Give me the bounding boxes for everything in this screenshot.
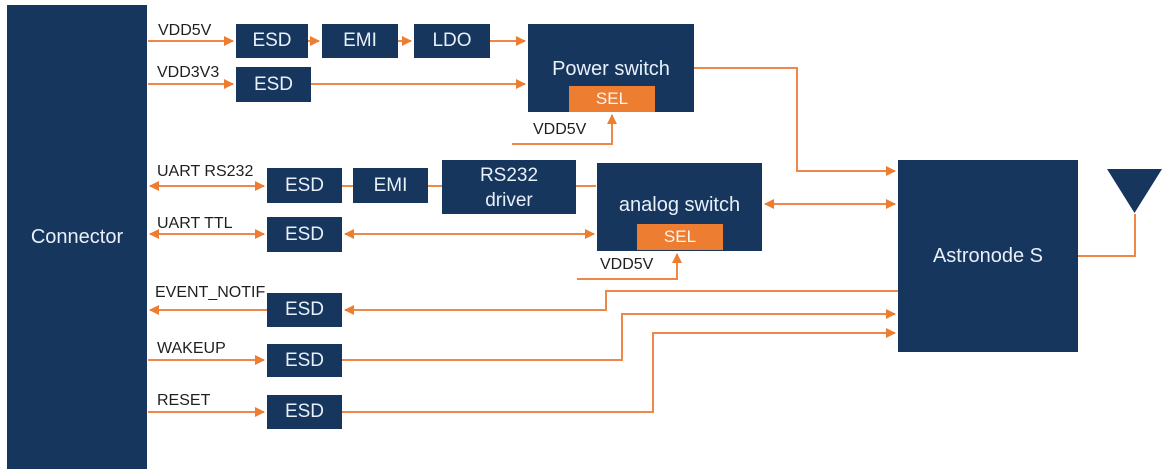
- antenna-icon: [1107, 169, 1162, 213]
- wire-reset-esd-astronode: [342, 328, 896, 413]
- esd-label: ESD: [253, 73, 294, 95]
- esd-block-vdd5v: ESD: [236, 24, 308, 58]
- ldo-block: LDO: [414, 24, 490, 58]
- wire-event-notif-astronode-esd: [344, 290, 898, 315]
- rs232-driver-label-line1: RS232: [479, 165, 539, 186]
- sel-label: SEL: [595, 89, 629, 108]
- signal-label-vdd3v3: VDD3V3: [157, 64, 220, 81]
- esd-label: ESD: [284, 349, 325, 371]
- analog-switch-block: analog switch SEL: [597, 163, 762, 251]
- esd-block-vdd3v3: ESD: [236, 67, 311, 102]
- esd-label: ESD: [284, 299, 325, 320]
- emi-label: EMI: [343, 30, 377, 51]
- analog-switch-sel: SEL: [637, 224, 723, 250]
- esd-label: ESD: [284, 223, 325, 245]
- rs232-driver-block: RS232 driver: [442, 160, 576, 214]
- signal-label-vdd5v-sel-analog: VDD5V: [600, 256, 654, 273]
- wire-power-switch-astronode: [694, 67, 896, 176]
- astronode-label: Astronode S: [932, 244, 1044, 267]
- esd-block-wakeup: ESD: [267, 344, 342, 377]
- wire-antenna-feed: [1078, 214, 1136, 257]
- analog-switch-label: analog switch: [618, 194, 741, 216]
- signal-label-event-notif: EVENT_NOTIF: [155, 284, 266, 301]
- astronode-block: Astronode S: [898, 160, 1078, 352]
- wire-vdd5v-sel-analog: [577, 253, 682, 280]
- ldo-label: LDO: [432, 30, 472, 51]
- connector-block: Connector: [7, 5, 147, 469]
- esd-block-reset: ESD: [267, 395, 342, 429]
- wire-wakeup-esd-astronode: [342, 309, 896, 361]
- emi-block-uart: EMI: [353, 168, 428, 203]
- power-switch-sel: SEL: [569, 86, 655, 112]
- signal-label-uart-ttl: UART TTL: [157, 215, 233, 232]
- sel-label: SEL: [663, 227, 697, 246]
- emi-label: EMI: [373, 174, 408, 196]
- esd-label: ESD: [284, 401, 325, 422]
- esd-block-uart-rs232: ESD: [267, 168, 342, 203]
- power-switch-block: Power switch SEL: [528, 24, 694, 112]
- signal-label-wakeup: WAKEUP: [157, 340, 226, 357]
- power-switch-label: Power switch: [552, 58, 670, 80]
- emi-block-vdd5v: EMI: [322, 24, 398, 58]
- signal-label-reset: RESET: [157, 392, 211, 409]
- rs232-driver-label-line2: driver: [485, 190, 533, 211]
- esd-block-event-notif: ESD: [267, 293, 342, 327]
- esd-label: ESD: [284, 174, 325, 196]
- esd-label: ESD: [252, 30, 292, 51]
- signal-label-uart-rs232: UART RS232: [157, 163, 254, 180]
- connector-label: Connector: [30, 225, 124, 248]
- signal-label-vdd5v: VDD5V: [158, 22, 212, 39]
- signal-label-vdd5v-sel-power: VDD5V: [533, 121, 587, 138]
- wire-vdd5v-sel-power: [512, 114, 617, 145]
- esd-block-uart-ttl: ESD: [267, 217, 342, 252]
